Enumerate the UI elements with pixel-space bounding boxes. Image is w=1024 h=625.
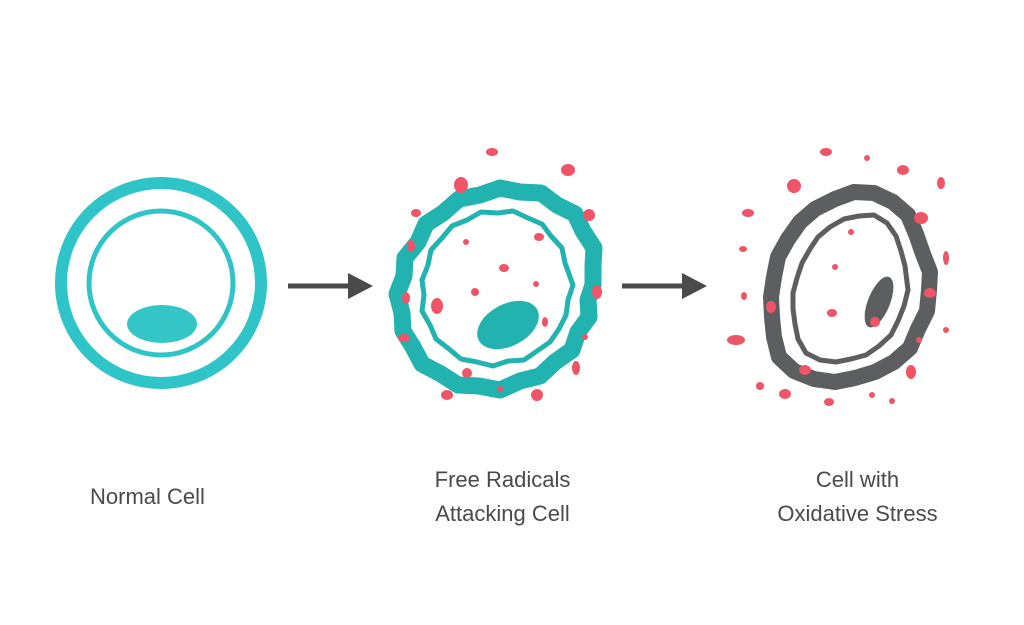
normal-cell-outer-membrane (55, 177, 267, 389)
attacked-cell-nucleus (477, 300, 539, 350)
normal-cell-label-line-1: Normal Cell (90, 484, 205, 509)
cell-with-oxidative-stress-label: Cell with Oxidative Stress (750, 463, 965, 531)
normal-cell-icon (55, 177, 267, 389)
attacked-cell-outer-membrane (388, 179, 603, 399)
normal-cell-nucleus (127, 305, 197, 343)
stressed-cell-icon (763, 184, 938, 390)
right-arrow-icon (288, 273, 373, 299)
normal-cell-label: Normal Cell (40, 480, 255, 514)
stressed-cell-nucleus (864, 276, 894, 328)
normal-cell-inner-membrane (86, 208, 236, 358)
right-arrow-icon (622, 273, 707, 299)
free-radicals-attacking-cell-label-line-1: Free Radicals (434, 467, 571, 492)
free-radicals-stage-3 (727, 148, 949, 406)
free-radicals-attacking-cell-label-line-2: Attacking Cell (435, 501, 570, 526)
stressed-cell-inner-membrane (790, 212, 911, 365)
cell-with-oxidative-stress-label-line-1: Cell with (815, 467, 900, 492)
free-radicals-stage-2 (398, 148, 602, 401)
free-radicals-attacking-cell-label: Free Radicals Attacking Cell (395, 463, 610, 531)
attacked-cell-inner-membrane (419, 208, 576, 369)
stressed-cell-outer-membrane (763, 184, 938, 390)
cell-with-oxidative-stress-label-line-2: Oxidative Stress (777, 501, 938, 526)
attacked-cell-icon (388, 179, 603, 399)
